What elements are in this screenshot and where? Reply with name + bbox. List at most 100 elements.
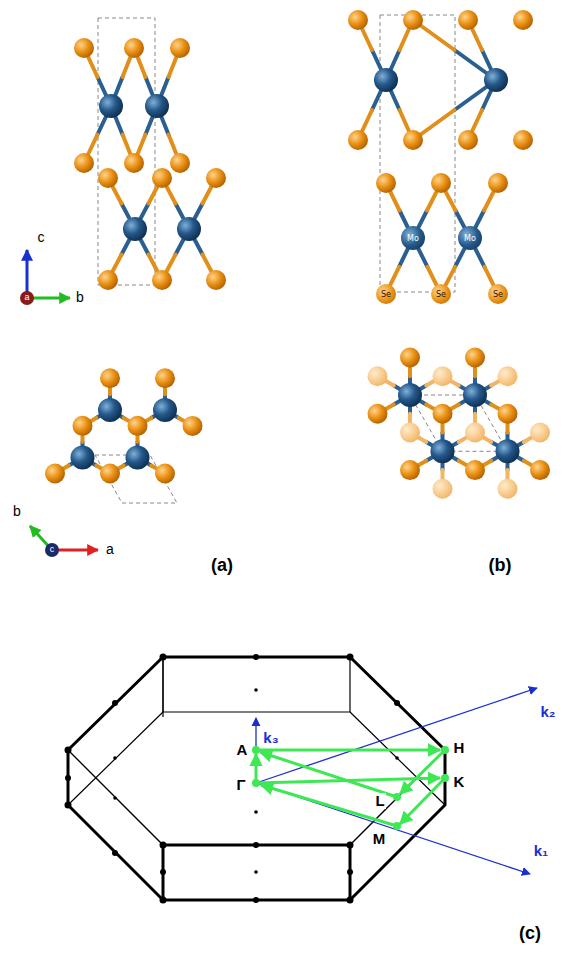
bond bbox=[446, 249, 465, 285]
mo-atom: Mo bbox=[401, 226, 425, 250]
path-point-dots bbox=[252, 746, 449, 830]
axis-label: b bbox=[76, 290, 84, 305]
se-atom bbox=[465, 348, 485, 368]
se-atom bbox=[488, 173, 508, 193]
se-atom bbox=[155, 368, 175, 388]
bond bbox=[475, 249, 493, 285]
point-label: Γ bbox=[235, 777, 246, 794]
point-label: K bbox=[453, 774, 466, 791]
se-atom bbox=[124, 153, 144, 173]
mo-atom bbox=[145, 94, 169, 118]
mo-atom bbox=[71, 446, 95, 470]
se-atom bbox=[128, 416, 148, 436]
se-atom bbox=[433, 404, 453, 424]
mo-atom bbox=[126, 446, 150, 470]
bond-half bbox=[484, 267, 493, 285]
mo-atom bbox=[398, 383, 422, 407]
se-atom bbox=[458, 10, 478, 30]
mo-atom bbox=[484, 68, 508, 92]
se-atom bbox=[100, 464, 120, 484]
se-atom bbox=[498, 479, 518, 499]
point-label: L bbox=[374, 793, 385, 810]
se-atom bbox=[433, 479, 453, 499]
se-atom bbox=[513, 130, 533, 150]
atom-label: Mo bbox=[407, 234, 419, 243]
atom-label: Se bbox=[493, 290, 503, 299]
axis-label: c bbox=[38, 230, 45, 245]
se-atom bbox=[400, 423, 420, 443]
se-atom bbox=[152, 270, 172, 290]
axis-label: k₃ bbox=[262, 730, 279, 747]
se-atom bbox=[98, 270, 118, 290]
mo-atom: Mo bbox=[458, 226, 482, 250]
se-atom bbox=[376, 173, 396, 193]
bond-half bbox=[455, 249, 464, 267]
se-atom bbox=[152, 168, 172, 188]
axis-label: a bbox=[106, 542, 114, 557]
atom-label: Mo bbox=[464, 234, 476, 243]
se-atom bbox=[400, 460, 420, 480]
se-atom bbox=[403, 130, 423, 150]
mo-atom bbox=[496, 439, 520, 463]
high-symmetry-path bbox=[256, 750, 445, 826]
point-label: A bbox=[236, 742, 249, 759]
se-atom bbox=[465, 423, 485, 443]
bond-half bbox=[390, 267, 399, 285]
reciprocal-axes bbox=[256, 688, 537, 874]
atom-label: Se bbox=[436, 290, 446, 299]
axis-label: b bbox=[13, 504, 21, 519]
mo-atom bbox=[177, 217, 201, 241]
panel-label: (a) bbox=[211, 556, 233, 576]
se-atom bbox=[74, 153, 94, 173]
axis-triad bbox=[20, 250, 98, 557]
mo-atom bbox=[374, 68, 398, 92]
se-atom bbox=[465, 460, 485, 480]
se-atom bbox=[100, 368, 120, 388]
mo-atom bbox=[463, 383, 487, 407]
se-atom bbox=[124, 38, 144, 58]
panel-label: (c) bbox=[519, 924, 541, 944]
se-atom bbox=[45, 464, 65, 484]
se-atom bbox=[73, 416, 93, 436]
zone-point-dots bbox=[65, 654, 401, 904]
mo-atom bbox=[431, 439, 455, 463]
se-atom bbox=[400, 348, 420, 368]
bond bbox=[413, 20, 496, 80]
unit-cell-outline bbox=[95, 15, 508, 503]
point-label: H bbox=[453, 740, 466, 757]
bond-half bbox=[418, 249, 427, 267]
se-atom bbox=[368, 366, 388, 386]
se-atom bbox=[170, 153, 190, 173]
se-atom: Se bbox=[376, 284, 396, 304]
axis-label: c bbox=[50, 545, 55, 555]
bond bbox=[418, 249, 436, 285]
mo-atom bbox=[99, 94, 123, 118]
panel-label: (b) bbox=[489, 556, 512, 576]
mo-atom bbox=[153, 398, 177, 422]
mo-atom bbox=[123, 217, 147, 241]
bond-half bbox=[427, 267, 436, 285]
se-atom bbox=[368, 404, 388, 424]
se-atom bbox=[530, 460, 550, 480]
mo-atom bbox=[98, 398, 122, 422]
bond-half bbox=[446, 267, 455, 285]
se-atom bbox=[431, 173, 451, 193]
bond bbox=[390, 249, 407, 285]
se-atom bbox=[433, 366, 453, 386]
se-atom: Se bbox=[431, 284, 451, 304]
brillouin-zone bbox=[68, 657, 445, 900]
se-atom bbox=[170, 38, 190, 58]
se-atom bbox=[513, 10, 533, 30]
axis-label: k₁ bbox=[533, 843, 550, 860]
bond-half bbox=[399, 249, 408, 267]
se-atom bbox=[348, 130, 368, 150]
se-atom bbox=[183, 416, 203, 436]
se-atom bbox=[530, 423, 550, 443]
se-atom bbox=[498, 366, 518, 386]
bond bbox=[413, 80, 496, 140]
se-atom bbox=[348, 10, 368, 30]
atom-label: Se bbox=[381, 290, 391, 299]
se-atom bbox=[206, 168, 226, 188]
se-atom bbox=[403, 10, 423, 30]
